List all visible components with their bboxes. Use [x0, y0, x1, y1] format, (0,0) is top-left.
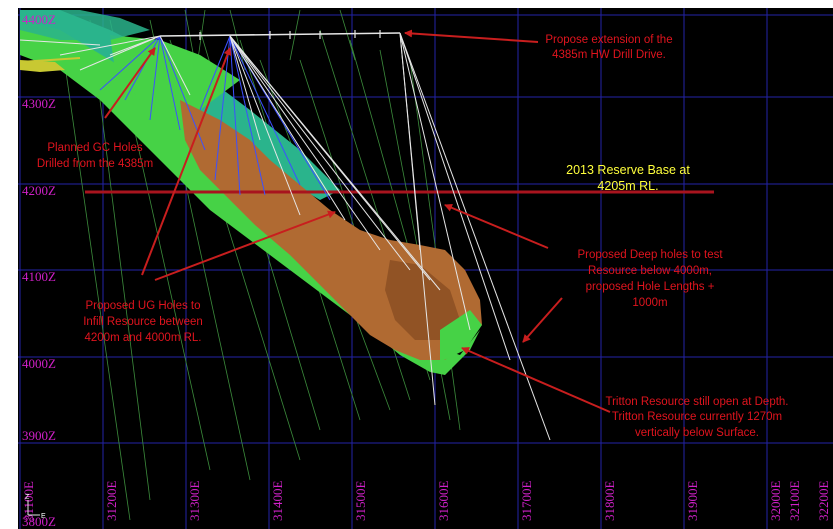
easting-label: 32100E	[787, 481, 802, 522]
svg-text:Tritton Resource still open at: Tritton Resource still open at Depth.	[605, 396, 788, 408]
svg-text:4200m and 4000m RL.: 4200m and 4000m RL.	[85, 332, 202, 344]
easting-label: 31400E	[270, 481, 285, 522]
svg-text:Z: Z	[25, 494, 30, 501]
annotation-deep-holes: Proposed Deep holes to test Resource bel…	[577, 249, 723, 309]
rl-label: 3900Z	[22, 428, 56, 443]
easting-label: 31700E	[519, 481, 534, 522]
axis-orientation-indicator: Z E	[25, 494, 46, 520]
green-lode-rim	[440, 310, 482, 362]
svg-text:Resource below 4000m,: Resource below 4000m,	[588, 265, 712, 277]
rl-label: 4100Z	[22, 269, 56, 284]
rl-label: 4200Z	[22, 183, 56, 198]
ore-body-shade	[385, 260, 460, 340]
green-lode-upper	[110, 35, 240, 120]
annotation-drive-extension: Propose extension of the 4385m HW Drill …	[545, 34, 672, 61]
svg-text:Infill Resource between: Infill Resource between	[83, 316, 203, 328]
rl-labels: 4400Z 4300Z 4200Z 4100Z 4000Z 3900Z 3800…	[22, 12, 56, 529]
svg-text:Proposed Deep holes to test: Proposed Deep holes to test	[577, 249, 723, 261]
rl-label: 4300Z	[22, 96, 56, 111]
rl-label: 3800Z	[22, 514, 56, 529]
easting-label: 32200E	[816, 481, 831, 522]
annotation-ug-holes: Proposed UG Holes to Infill Resource bet…	[83, 300, 203, 344]
annotation-gc-holes: Planned GC Holes Drilled from the 4385m	[37, 142, 153, 170]
easting-label: 31500E	[353, 481, 368, 522]
svg-text:Proposed UG Holes to: Proposed UG Holes to	[85, 300, 200, 312]
svg-text:Drilled from the 4385m: Drilled from the 4385m	[37, 158, 153, 170]
annotation-arrows	[104, 29, 611, 413]
teal-lode-upper-fill	[20, 10, 150, 40]
annotation-resource-open: Tritton Resource still open at Depth. Tr…	[605, 396, 788, 439]
existing-workings	[19, 39, 101, 72]
svg-text:1000m: 1000m	[632, 297, 667, 309]
easting-label: 31900E	[685, 481, 700, 522]
svg-text:4205m RL.: 4205m RL.	[597, 179, 658, 193]
svg-text:proposed Hole Lengths +: proposed Hole Lengths +	[586, 281, 715, 293]
easting-label: 31800E	[602, 481, 617, 522]
drive-collar-marks	[199, 30, 381, 40]
svg-text:Tritton Resource currently 127: Tritton Resource currently 1270m	[612, 411, 782, 423]
easting-labels: 31100E 31200E 31300E 31400E 31500E 31600…	[21, 481, 831, 522]
svg-text:4385m HW Drill Drive.: 4385m HW Drill Drive.	[552, 49, 666, 61]
rl-label: 4400Z	[22, 12, 56, 27]
easting-label: 31200E	[104, 481, 119, 522]
drill-holes-white	[59, 32, 551, 441]
easting-label: 32000E	[768, 481, 783, 522]
annotation-reserve-base: 2013 Reserve Base at 4205m RL.	[566, 163, 690, 193]
easting-label: 31600E	[436, 481, 451, 522]
svg-text:E: E	[41, 513, 46, 520]
svg-text:Planned GC Holes: Planned GC Holes	[47, 142, 142, 154]
rl-label: 4000Z	[22, 356, 56, 371]
svg-text:vertically below Surface.: vertically below Surface.	[635, 427, 759, 439]
easting-label: 31300E	[187, 481, 202, 522]
svg-text:Propose extension of the: Propose extension of the	[545, 34, 672, 46]
svg-text:2013 Reserve Base at: 2013 Reserve Base at	[566, 163, 690, 177]
